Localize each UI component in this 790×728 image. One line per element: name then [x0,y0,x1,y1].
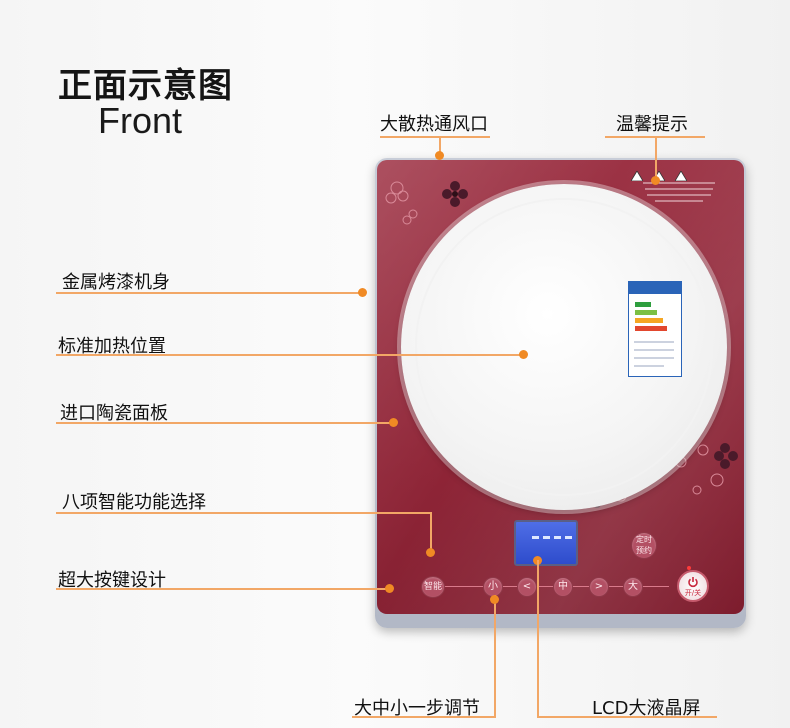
label-vent: 大散热通风口 [380,114,488,135]
leader-line-vent [380,136,490,138]
timer-button[interactable]: 定时 预约 [631,532,657,559]
energy-label [628,281,682,377]
leader-line-adjust [352,716,496,718]
label-lcd: LCD大液晶屏 [592,698,701,719]
small-button[interactable]: 小 [483,577,503,597]
right-button[interactable]: > [589,577,609,597]
large-button[interactable]: 大 [623,577,643,597]
leader-line-lcd [537,716,717,718]
energy-label-lines [634,341,674,367]
marker-functions [426,548,435,557]
lcd-segment [554,536,561,539]
leader-line-panel [56,422,392,424]
warning-text-lines [643,182,715,202]
marker-vent [435,151,444,160]
leader-line-body [56,292,362,294]
label-heating: 标准加热位置 [58,336,166,357]
marker-keys [385,584,394,593]
energy-bar-4 [635,326,667,331]
power-label: 开/关 [684,589,702,597]
energy-bar-3 [635,318,663,323]
label-functions: 八项智能功能选择 [62,492,206,513]
lcd-segment [532,536,539,539]
marker-body [358,288,367,297]
marker-heating [519,350,528,359]
smart-button[interactable]: 智能 [421,576,445,598]
leader-line-vent-v [439,136,441,156]
power-button[interactable]: 开/关 [677,570,709,602]
flower-top-left-icon [385,181,468,225]
leader-line-lcd-v [537,560,539,717]
ceramic-panel: 智能 小 < 中 > 大 定时 预约 开/关 [377,160,744,614]
label-body: 金属烤漆机身 [62,272,170,293]
label-warning: 温馨提示 [616,114,688,135]
warning-icon-3 [674,166,688,182]
leader-line-heating [56,354,522,356]
lcd-segment [543,536,550,539]
power-icon [688,577,698,588]
left-button[interactable]: < [517,577,537,597]
plate-rim [415,198,713,496]
warning-icon-1 [630,166,644,182]
marker-warning [651,176,660,185]
lcd-screen [514,520,578,566]
label-adjust: 大中小一步调节 [354,698,480,719]
marker-panel [389,418,398,427]
power-indicator-dot [687,566,691,570]
page-subtitle: Front [98,100,183,141]
mid-button[interactable]: 中 [553,577,573,597]
energy-label-header [629,282,681,294]
energy-bar-2 [635,310,657,315]
induction-cooker: 智能 小 < 中 > 大 定时 预约 开/关 [375,158,746,628]
label-keys: 超大按键设计 [58,570,166,591]
leader-line-adjust-v [494,595,496,717]
leader-line-functions-v [430,512,432,552]
leader-line-keys [56,588,390,590]
marker-adjust [490,595,499,604]
lcd-segment [565,536,572,539]
page-title: 正面示意图 [58,66,233,106]
leader-line-warning-v [655,136,657,180]
energy-bar-1 [635,302,651,307]
label-panel: 进口陶瓷面板 [60,403,168,424]
leader-line-functions [56,512,432,514]
